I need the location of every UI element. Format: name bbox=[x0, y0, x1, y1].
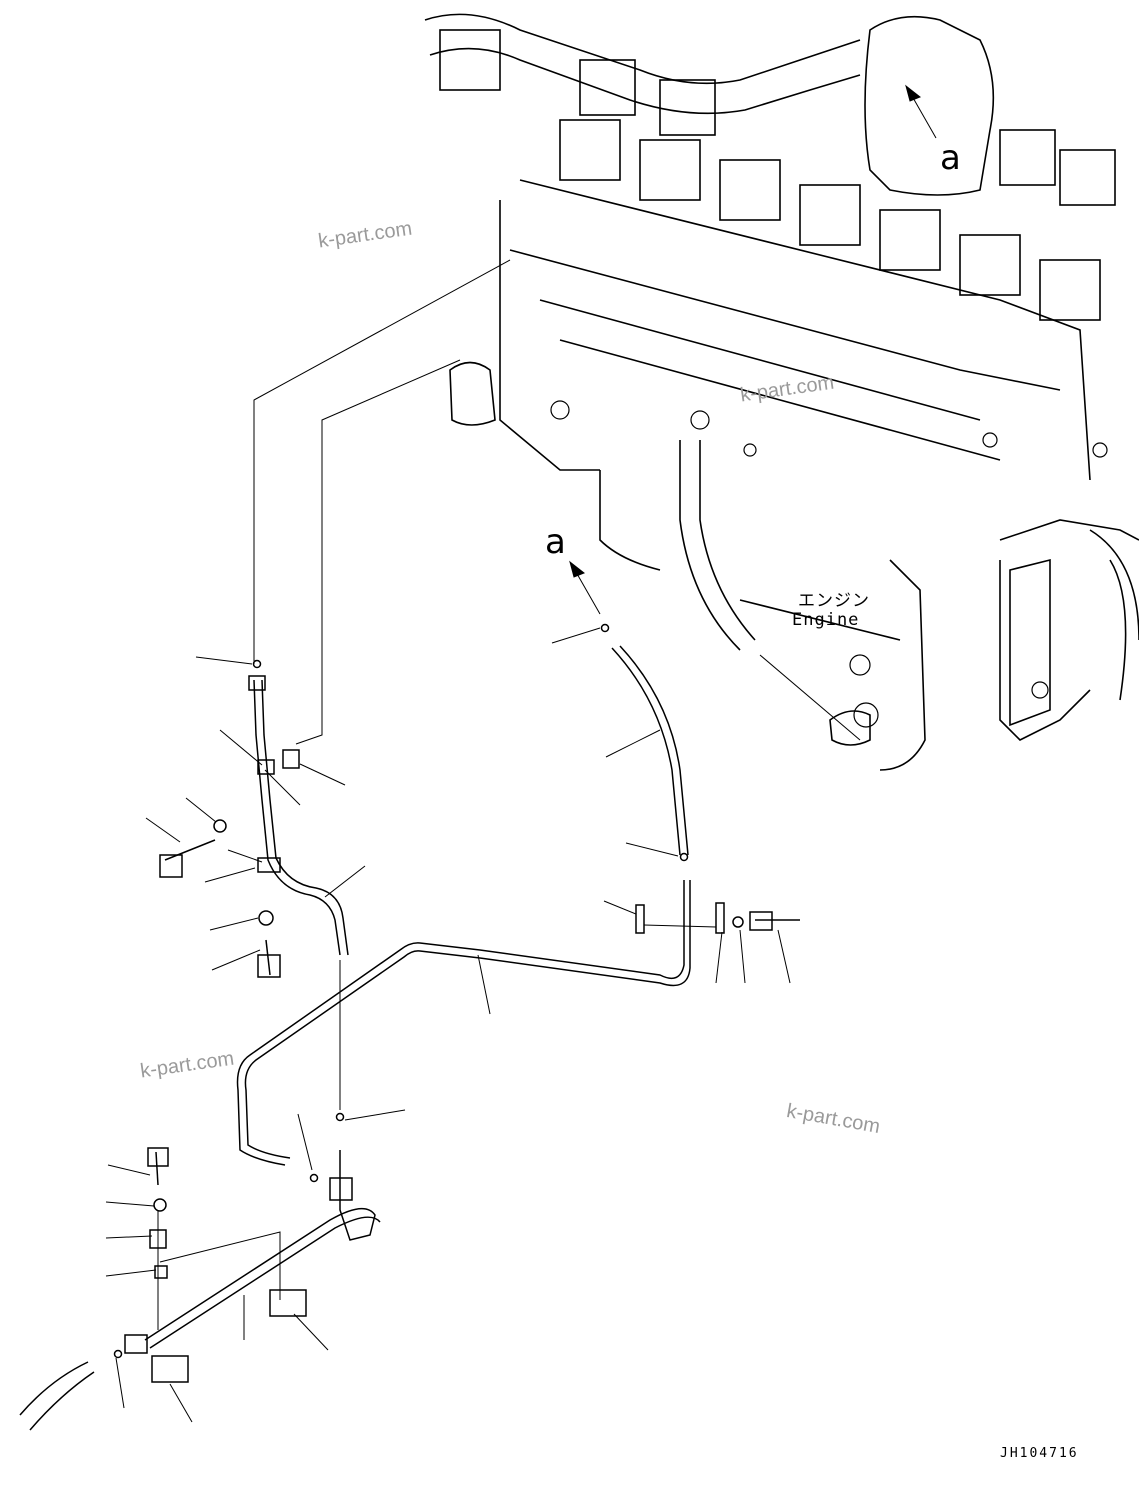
view-marker-mid: a bbox=[545, 522, 566, 562]
leader-lines bbox=[105, 84, 937, 1423]
engine-assembly bbox=[424, 13, 1139, 771]
engine-label-en: Engine bbox=[792, 610, 860, 630]
piping bbox=[19, 623, 800, 1431]
drawing-code: JH104716 bbox=[1000, 1446, 1079, 1461]
view-marker-top: a bbox=[940, 138, 961, 178]
engine-label-jp: エンジン bbox=[798, 591, 870, 611]
